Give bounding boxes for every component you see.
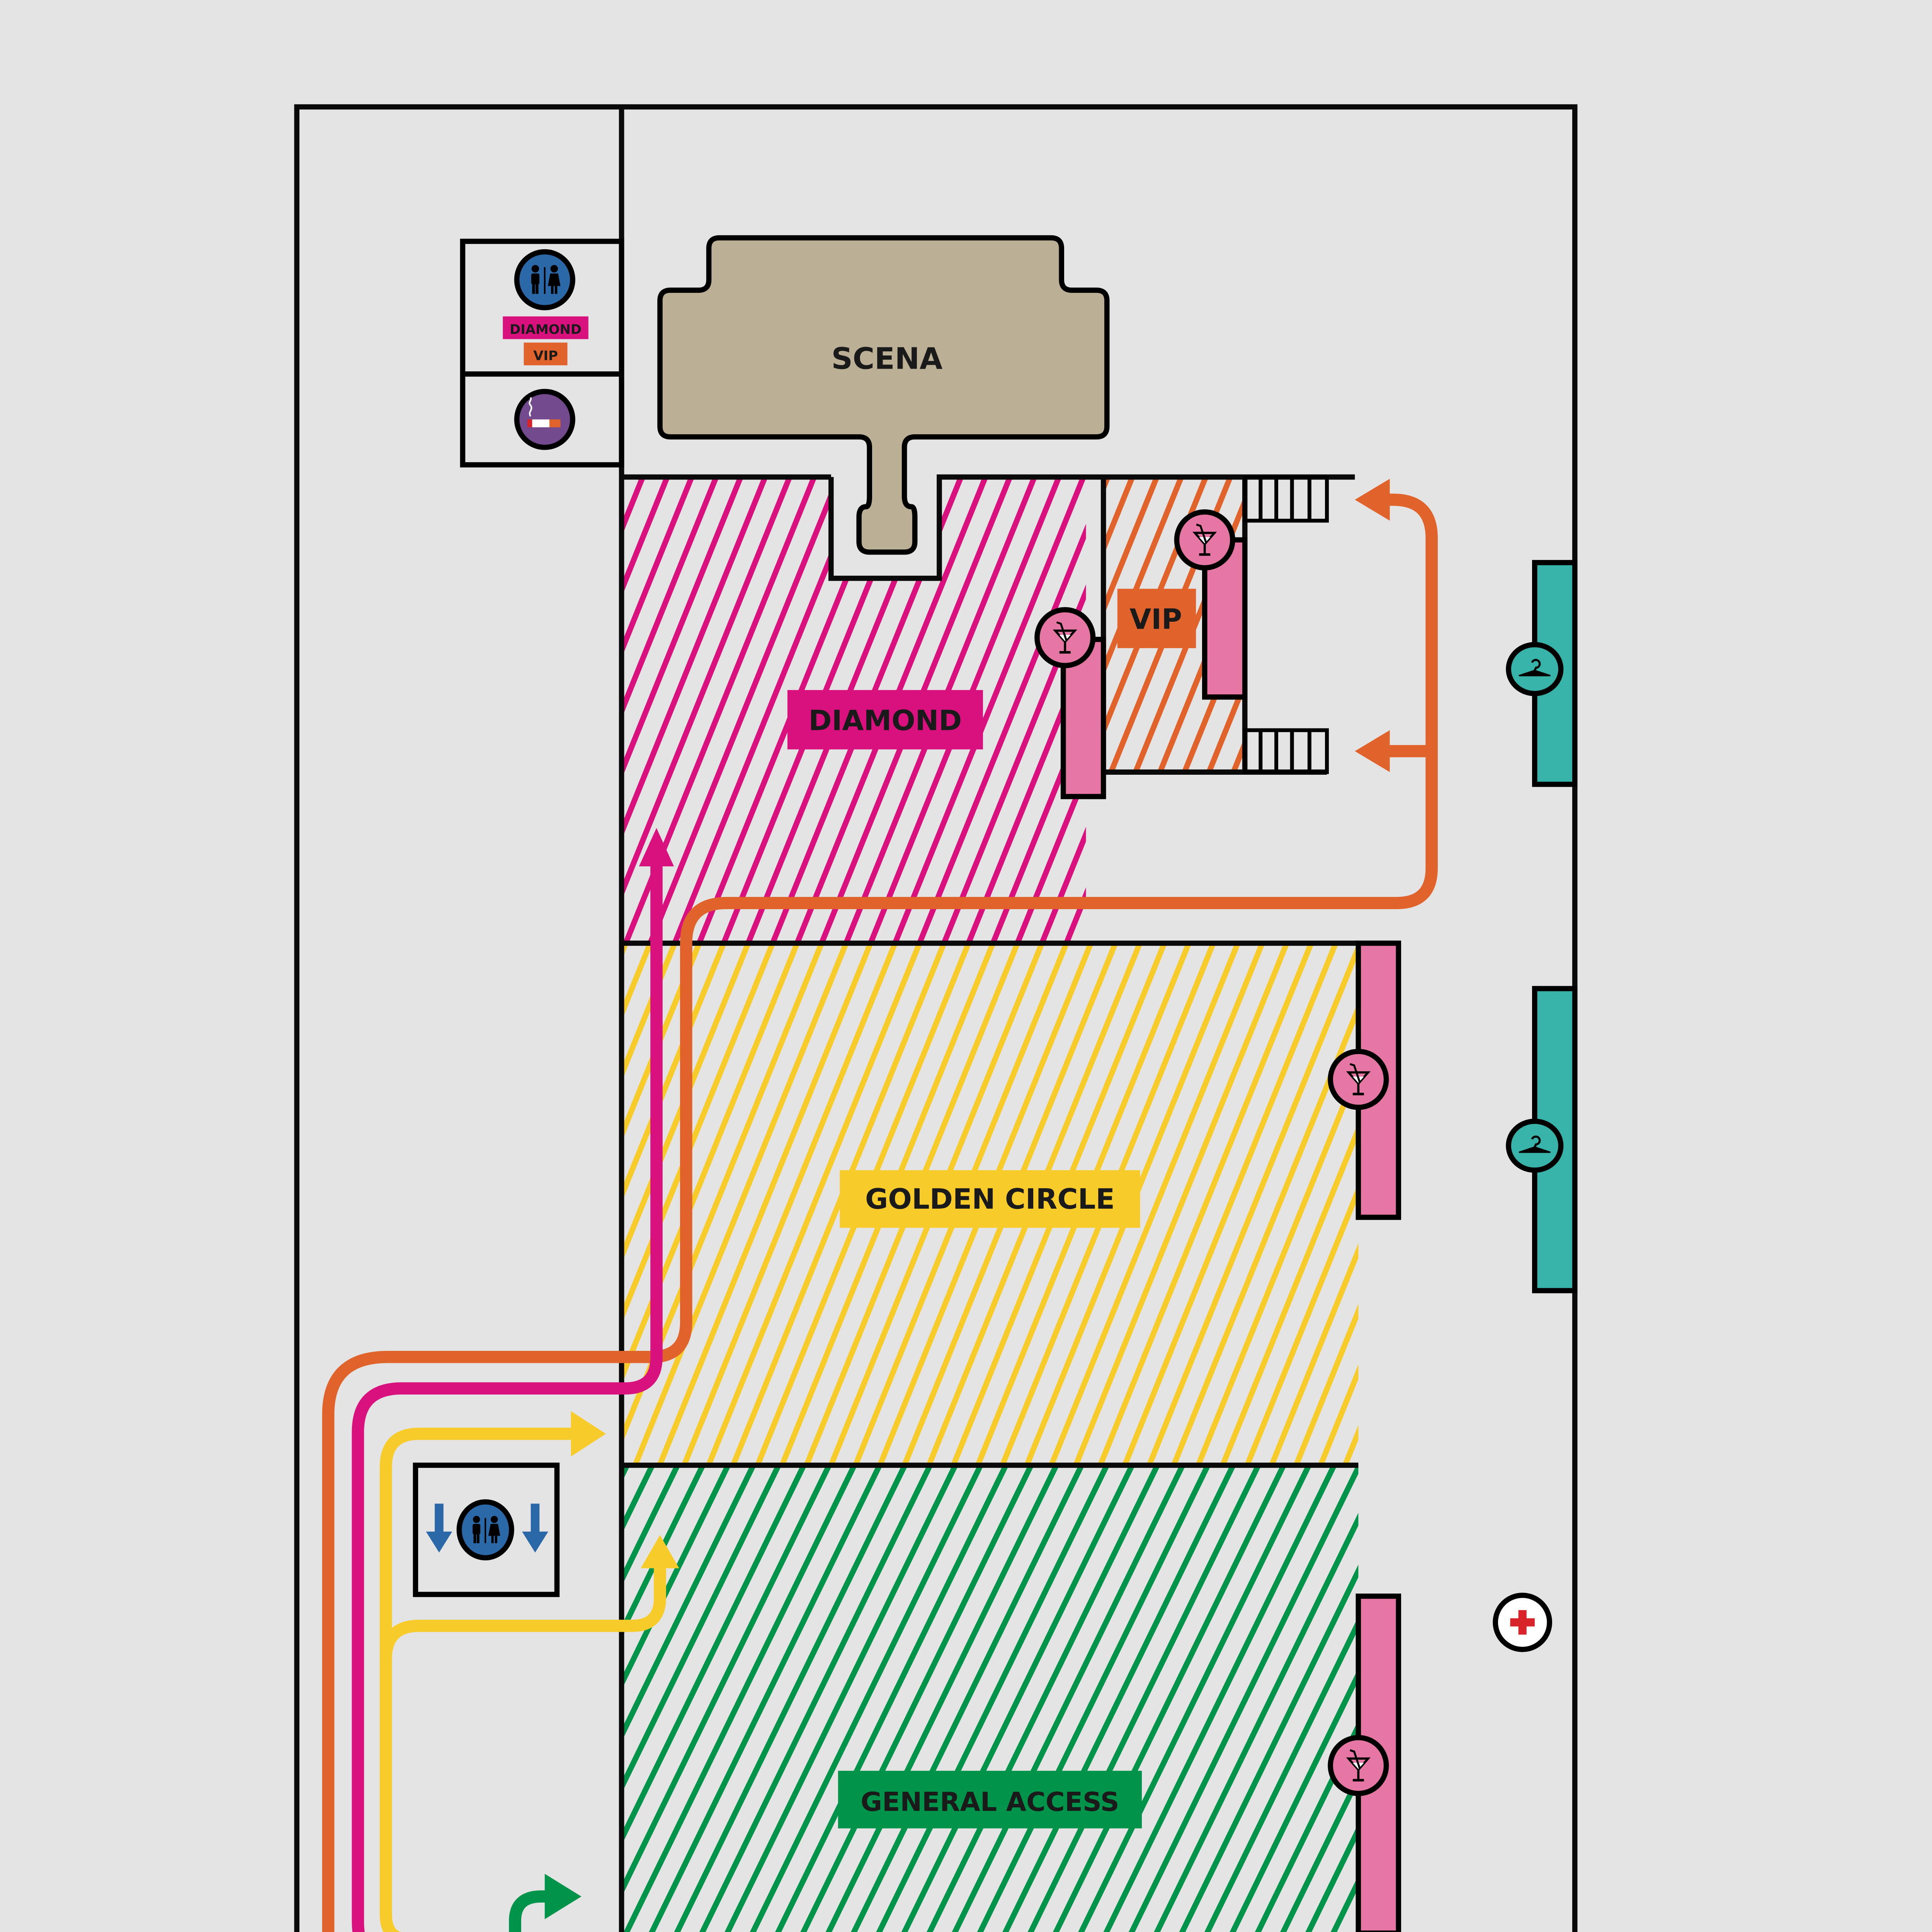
zone-label-golden-circle: GOLDEN CIRCLE bbox=[840, 1170, 1140, 1228]
bar-general-access[interactable] bbox=[1328, 1594, 1401, 1932]
route-general-access bbox=[509, 1874, 582, 1932]
vip-tag-label: VIP bbox=[533, 348, 558, 363]
bar-icon bbox=[1034, 607, 1096, 668]
cloakroom-icon bbox=[1506, 642, 1564, 696]
bar-icon bbox=[1328, 1735, 1389, 1796]
zone-label-diamond: DIAMOND bbox=[787, 690, 983, 750]
stage-label: SCENA bbox=[831, 342, 942, 376]
arrow-icon bbox=[544, 1874, 582, 1919]
route-golden-circle bbox=[379, 1411, 679, 1932]
toilets-icon bbox=[456, 1499, 514, 1561]
down-arrow-icon bbox=[426, 1503, 452, 1553]
down-arrow-icon bbox=[522, 1503, 548, 1553]
svg-text:VIP: VIP bbox=[1129, 604, 1182, 636]
bar-diamond[interactable] bbox=[1034, 607, 1106, 799]
svg-text:DIAMOND: DIAMOND bbox=[809, 705, 962, 737]
bar-icon bbox=[1174, 509, 1235, 571]
cloakroom-bottom[interactable] bbox=[1506, 986, 1578, 1293]
svg-text:GENERAL ACCESS: GENERAL ACCESS bbox=[861, 1787, 1119, 1817]
svg-text:GOLDEN CIRCLE: GOLDEN CIRCLE bbox=[865, 1183, 1115, 1216]
vip-stairs-top bbox=[1243, 475, 1329, 523]
vip-tag bbox=[524, 342, 568, 366]
bar-vip[interactable] bbox=[1174, 509, 1248, 700]
arrow-icon bbox=[571, 1411, 606, 1457]
first-aid-point[interactable] bbox=[1493, 1592, 1552, 1652]
arrow-icon bbox=[1355, 730, 1390, 772]
restricted-facilities[interactable]: DIAMOND VIP bbox=[460, 238, 624, 468]
arrow-icon bbox=[639, 828, 674, 867]
bar-icon bbox=[1328, 1049, 1389, 1110]
route-diamond bbox=[352, 828, 674, 1932]
zone-general-access[interactable] bbox=[621, 1465, 1359, 1932]
arrow-icon bbox=[1355, 479, 1390, 521]
zone-label-vip: VIP bbox=[1117, 588, 1196, 648]
cloakroom-top[interactable] bbox=[1506, 560, 1578, 787]
bar-golden-circle[interactable] bbox=[1328, 940, 1401, 1220]
diamond-tag bbox=[503, 316, 588, 339]
toilets-icon bbox=[514, 249, 575, 311]
cloakroom-icon bbox=[1506, 1119, 1564, 1173]
route-vip bbox=[322, 479, 1438, 1932]
zone-label-general-access: GENERAL ACCESS bbox=[838, 1770, 1142, 1828]
stage[interactable]: SCENA bbox=[657, 235, 1110, 555]
vip-stairs-bottom bbox=[1243, 728, 1329, 774]
toilets-corridor[interactable] bbox=[413, 1463, 560, 1597]
diamond-tag-label: DIAMOND bbox=[510, 322, 582, 337]
smoking-icon bbox=[514, 389, 575, 450]
arrow-icon bbox=[641, 1535, 679, 1568]
